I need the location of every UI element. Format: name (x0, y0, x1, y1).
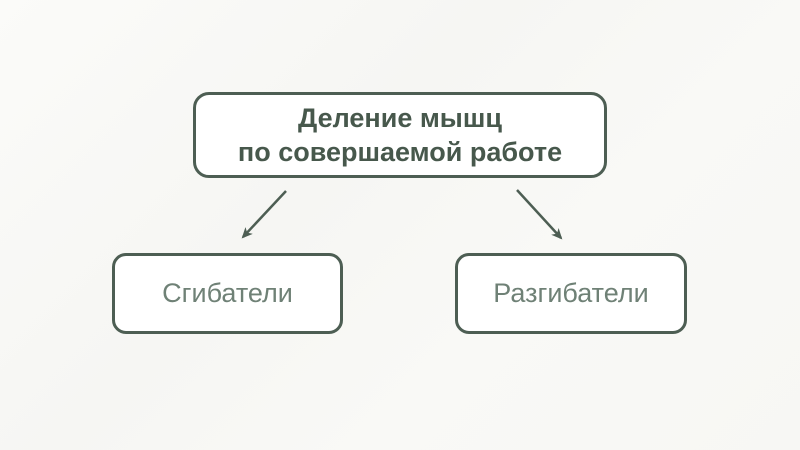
title-box: Деление мышц по совершаемой работе (193, 92, 607, 178)
arrow-to-flexors (241, 190, 287, 239)
extensors-box: Разгибатели (455, 253, 687, 334)
title-line-2: по совершаемой работе (237, 137, 563, 167)
flexors-label: Сгибатели (162, 278, 293, 308)
flexors-box: Сгибатели (112, 253, 343, 334)
arrow-to-extensors (516, 189, 563, 240)
title-line-1: Деление мышц (298, 103, 502, 133)
extensors-label: Разгибатели (493, 278, 649, 308)
